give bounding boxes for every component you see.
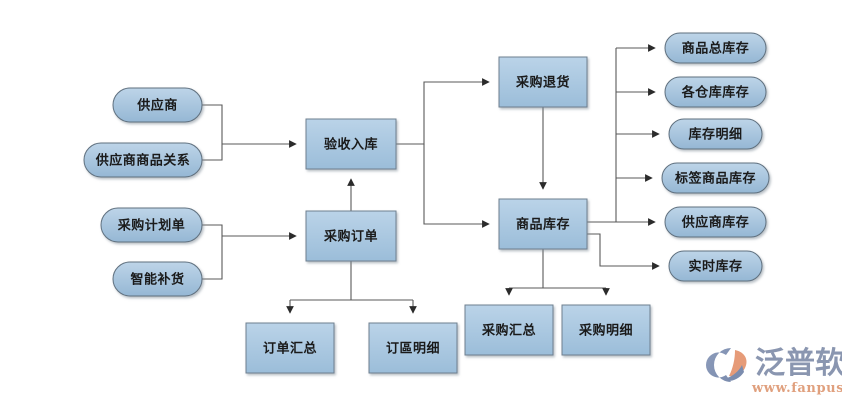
- watermark-url: www.fanpusoft.com: [751, 381, 842, 396]
- node-receive-instock[interactable]: 验收入库: [305, 118, 397, 170]
- edge-supplierrel-to-receive: [202, 144, 223, 161]
- node-supplier[interactable]: 供应商: [112, 87, 203, 123]
- fanpu-swoosh-logo-icon: [706, 348, 747, 382]
- node-purchase-return[interactable]: 采购退货: [498, 56, 588, 108]
- edge-receive-to-stock: [423, 144, 490, 228]
- node-purchase-order[interactable]: 采购订单: [305, 210, 397, 262]
- node-supplier-stock-label: 供应商库存: [681, 215, 750, 231]
- node-purchase-plan-label: 采购计划单: [117, 218, 186, 234]
- node-order-summary-label: 订单汇总: [263, 341, 317, 357]
- node-supplier-goods-relation-label: 供应商商品关系: [95, 153, 191, 169]
- edge-order-fanout: [290, 261, 413, 301]
- node-purchase-plan[interactable]: 采购计划单: [100, 207, 203, 243]
- node-smart-replenish[interactable]: 智能补货: [112, 261, 203, 297]
- node-purchase-summary[interactable]: 采购汇总: [464, 304, 554, 356]
- node-purchase-return-label: 采购退货: [515, 75, 570, 91]
- edge-stock-to-realtime: [587, 233, 660, 270]
- node-stock-detail-label: 库存明细: [688, 127, 742, 143]
- node-order-summary[interactable]: 订单汇总: [245, 322, 335, 374]
- node-stock-detail[interactable]: 库存明细: [668, 118, 763, 150]
- node-order-detail-label: 订區明细: [386, 341, 440, 357]
- edge-stock-fanout-bottom: [509, 249, 606, 289]
- edge-replenish-to-order: [202, 236, 223, 280]
- edge-supplier-to-receive: [202, 104, 223, 144]
- node-supplier-goods-relation[interactable]: 供应商商品关系: [83, 142, 203, 178]
- edge-receive-to-return: [396, 78, 490, 145]
- node-warehouse-stock-label: 各仓库库存: [681, 85, 750, 101]
- node-warehouse-stock[interactable]: 各仓库库存: [664, 76, 767, 108]
- node-goods-stock[interactable]: 商品库存: [498, 198, 588, 250]
- edge-plan-to-order: [202, 224, 223, 236]
- node-purchase-detail-label: 采购明细: [578, 323, 633, 339]
- edge-stock-right-trunk: [587, 47, 655, 223]
- node-smart-replenish-label: 智能补货: [130, 272, 184, 288]
- watermark: 泛普软件 www.fanpusoft.com: [706, 346, 842, 396]
- node-realtime-stock-label: 实时库存: [688, 259, 742, 275]
- node-purchase-order-label: 采购订单: [323, 229, 378, 245]
- node-purchase-detail[interactable]: 采购明细: [561, 304, 651, 356]
- node-layer: 供应商 供应商商品关系 采购计划单 智能补货 验收入库 采购订单: [83, 32, 770, 374]
- node-total-goods-stock[interactable]: 商品总库存: [664, 32, 767, 64]
- node-total-goods-stock-label: 商品总库存: [682, 41, 750, 57]
- node-label-goods-stock[interactable]: 标签商品库存: [661, 162, 770, 194]
- node-goods-stock-label: 商品库存: [516, 217, 570, 233]
- node-supplier-stock[interactable]: 供应商库存: [664, 206, 767, 238]
- node-order-detail[interactable]: 订區明细: [368, 322, 458, 374]
- node-receive-instock-label: 验收入库: [324, 137, 378, 153]
- watermark-brand: 泛普软件: [755, 346, 842, 381]
- node-label-goods-stock-label: 标签商品库存: [674, 171, 756, 187]
- node-supplier-label: 供应商: [136, 98, 178, 114]
- node-realtime-stock[interactable]: 实时库存: [668, 250, 763, 282]
- edge-layer: [202, 44, 660, 314]
- node-purchase-summary-label: 采购汇总: [481, 323, 536, 339]
